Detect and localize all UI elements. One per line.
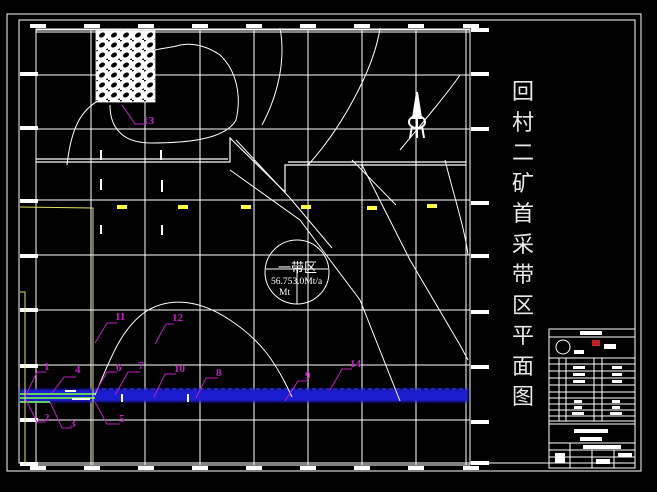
callout-label-10: 10 — [174, 363, 185, 375]
north-arrow-icon — [408, 91, 426, 139]
callout-label-7: 7 — [138, 360, 144, 372]
title-char: 二 — [511, 141, 534, 166]
contour-lines — [66, 27, 469, 402]
zone-capacity-line2: Mt — [279, 288, 291, 298]
title-char: 面 — [511, 354, 534, 380]
goaf-hatch-area — [95, 30, 156, 103]
callout-leaders — [25, 104, 352, 429]
roadway-verticals — [93, 30, 405, 400]
title-char: 村 — [511, 110, 534, 136]
title-block-logo-red — [592, 340, 600, 346]
title-char: 采 — [511, 232, 534, 258]
title-char: 带 — [511, 263, 534, 288]
drawing-border — [6, 13, 642, 472]
title-char: 首 — [511, 202, 534, 227]
callout-label-13: 13 — [143, 115, 154, 127]
title-block-fills — [555, 331, 632, 464]
callout-label-8: 8 — [216, 367, 222, 379]
callout-label-12: 12 — [172, 312, 183, 324]
callout-label-2: 2 — [44, 412, 50, 424]
callout-label-1: 1 — [44, 361, 50, 373]
zone-capacity-label: 56.753.0Mt/a Mt — [271, 277, 322, 299]
coordinate-labels — [20, 24, 489, 470]
title-char: 平 — [511, 324, 534, 349]
flow-markers — [65, 150, 189, 402]
callout-label-11: 11 — [115, 311, 126, 323]
zone-name-label: 一带区 — [278, 261, 318, 276]
callout-label-5: 5 — [119, 413, 125, 425]
title-char: 区 — [511, 293, 534, 319]
title-char: 图 — [511, 385, 534, 410]
callout-label-14: 14 — [350, 358, 361, 370]
callout-label-6: 6 — [116, 362, 122, 374]
title-char: 矿 — [511, 171, 534, 197]
callout-label-4: 4 — [75, 364, 81, 376]
face-labels — [117, 204, 437, 210]
zone-circle — [264, 239, 330, 305]
drawing-title: 回 村 二 矿 首 采 带 区 平 面 图 — [508, 78, 538, 414]
title-char: 回 — [511, 80, 534, 105]
zone-capacity-line1: 56.753.0Mt/a — [271, 277, 323, 287]
main-roadway-band — [20, 388, 468, 403]
callout-label-9: 9 — [305, 370, 311, 382]
fault-line — [36, 136, 466, 194]
boundary-yellow — [19, 206, 94, 465]
callout-label-3: 3 — [70, 418, 76, 430]
